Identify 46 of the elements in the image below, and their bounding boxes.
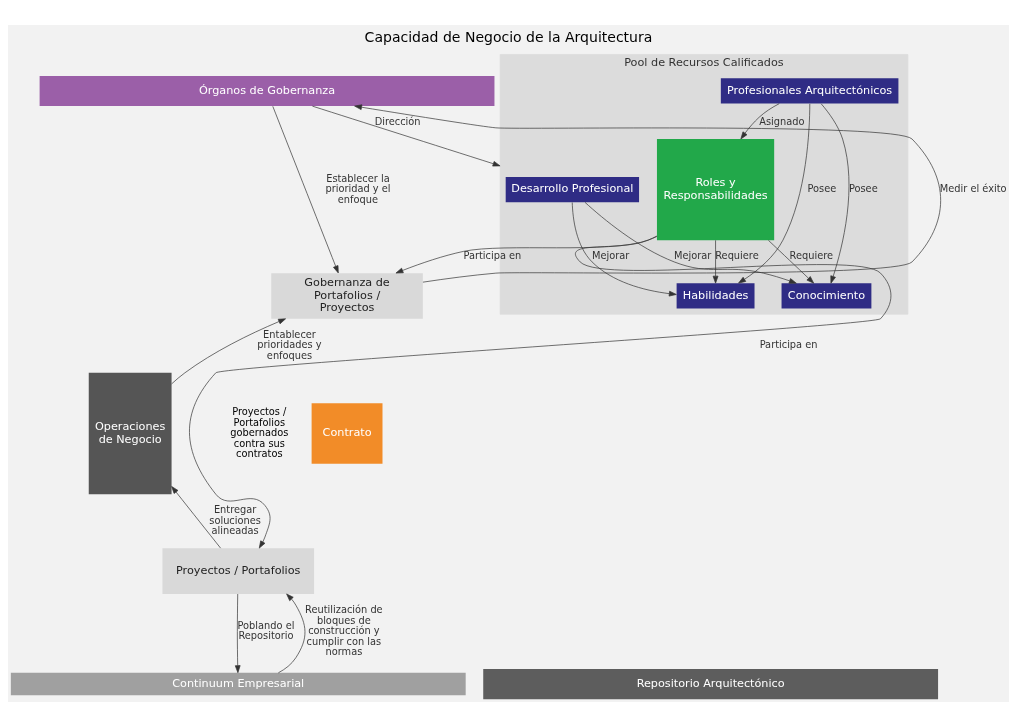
arrow — [820, 103, 850, 284]
edge-label: Establecer la prioridad y el enfoque — [325, 172, 391, 205]
node-box: Continuum Empresarial — [10, 672, 466, 696]
edge-label: Asignado — [759, 116, 805, 128]
node-box: Profesionales Arquitectónicos — [720, 78, 899, 104]
edge-label: Requiere — [715, 250, 759, 262]
arrow — [584, 202, 797, 284]
arrow — [712, 239, 719, 284]
diagram-title: Capacidad de Negocio de la Arquitectura — [364, 28, 653, 45]
node-box: Repositorio Arquitectónico — [483, 669, 939, 700]
arrow — [354, 104, 941, 283]
arrow — [768, 239, 815, 284]
arrow — [278, 593, 306, 674]
arrow — [234, 593, 241, 674]
edge-label: Reutilización de bloques de construcción y cumplir con las normas — [305, 604, 383, 658]
arrow — [312, 105, 501, 167]
edge-label: Entregar soluciones alineadas — [209, 504, 261, 537]
edge-label: Medir el éxito — [939, 183, 1007, 195]
edge-label: Participa en — [463, 250, 522, 262]
arrow — [189, 235, 892, 549]
edge-label: Mejorar — [591, 250, 630, 262]
node-box: Órganos de Gobernanza — [39, 75, 495, 107]
node-label: Proyectos / Portafolios gobernados contra sus contratos — [230, 406, 289, 460]
edge-label: Posee — [807, 183, 837, 195]
edge-label: Posee — [848, 183, 878, 195]
arrow — [740, 103, 780, 140]
edge-label: Dirección — [374, 116, 421, 128]
node-box: Conocimiento — [781, 283, 872, 309]
arrow — [171, 486, 221, 549]
node-box: Contrato — [311, 403, 383, 464]
arrow — [272, 105, 339, 274]
edge-label: Mejorar — [674, 250, 712, 262]
arrow — [395, 236, 658, 274]
node-box: Proyectos / Portafolios — [162, 548, 315, 594]
arrow — [738, 103, 811, 284]
node-box: Habilidades — [676, 283, 755, 309]
arrow — [571, 202, 677, 297]
edge-label: Poblando el Repositorio — [237, 619, 295, 642]
arrow — [171, 318, 286, 385]
edge-label: Requiere — [789, 250, 834, 262]
edge-label: Entablecer prioridades y enfoques — [257, 328, 322, 361]
node-box: Roles y Responsabilidades — [656, 139, 775, 241]
node-box: Operaciones de Negocio — [88, 372, 172, 495]
node-box: Gobernanza de Portafolios / Proyectos — [271, 273, 423, 319]
edge-label: Participa en — [759, 339, 818, 351]
node-box: Desarrollo Profesional — [505, 176, 640, 203]
